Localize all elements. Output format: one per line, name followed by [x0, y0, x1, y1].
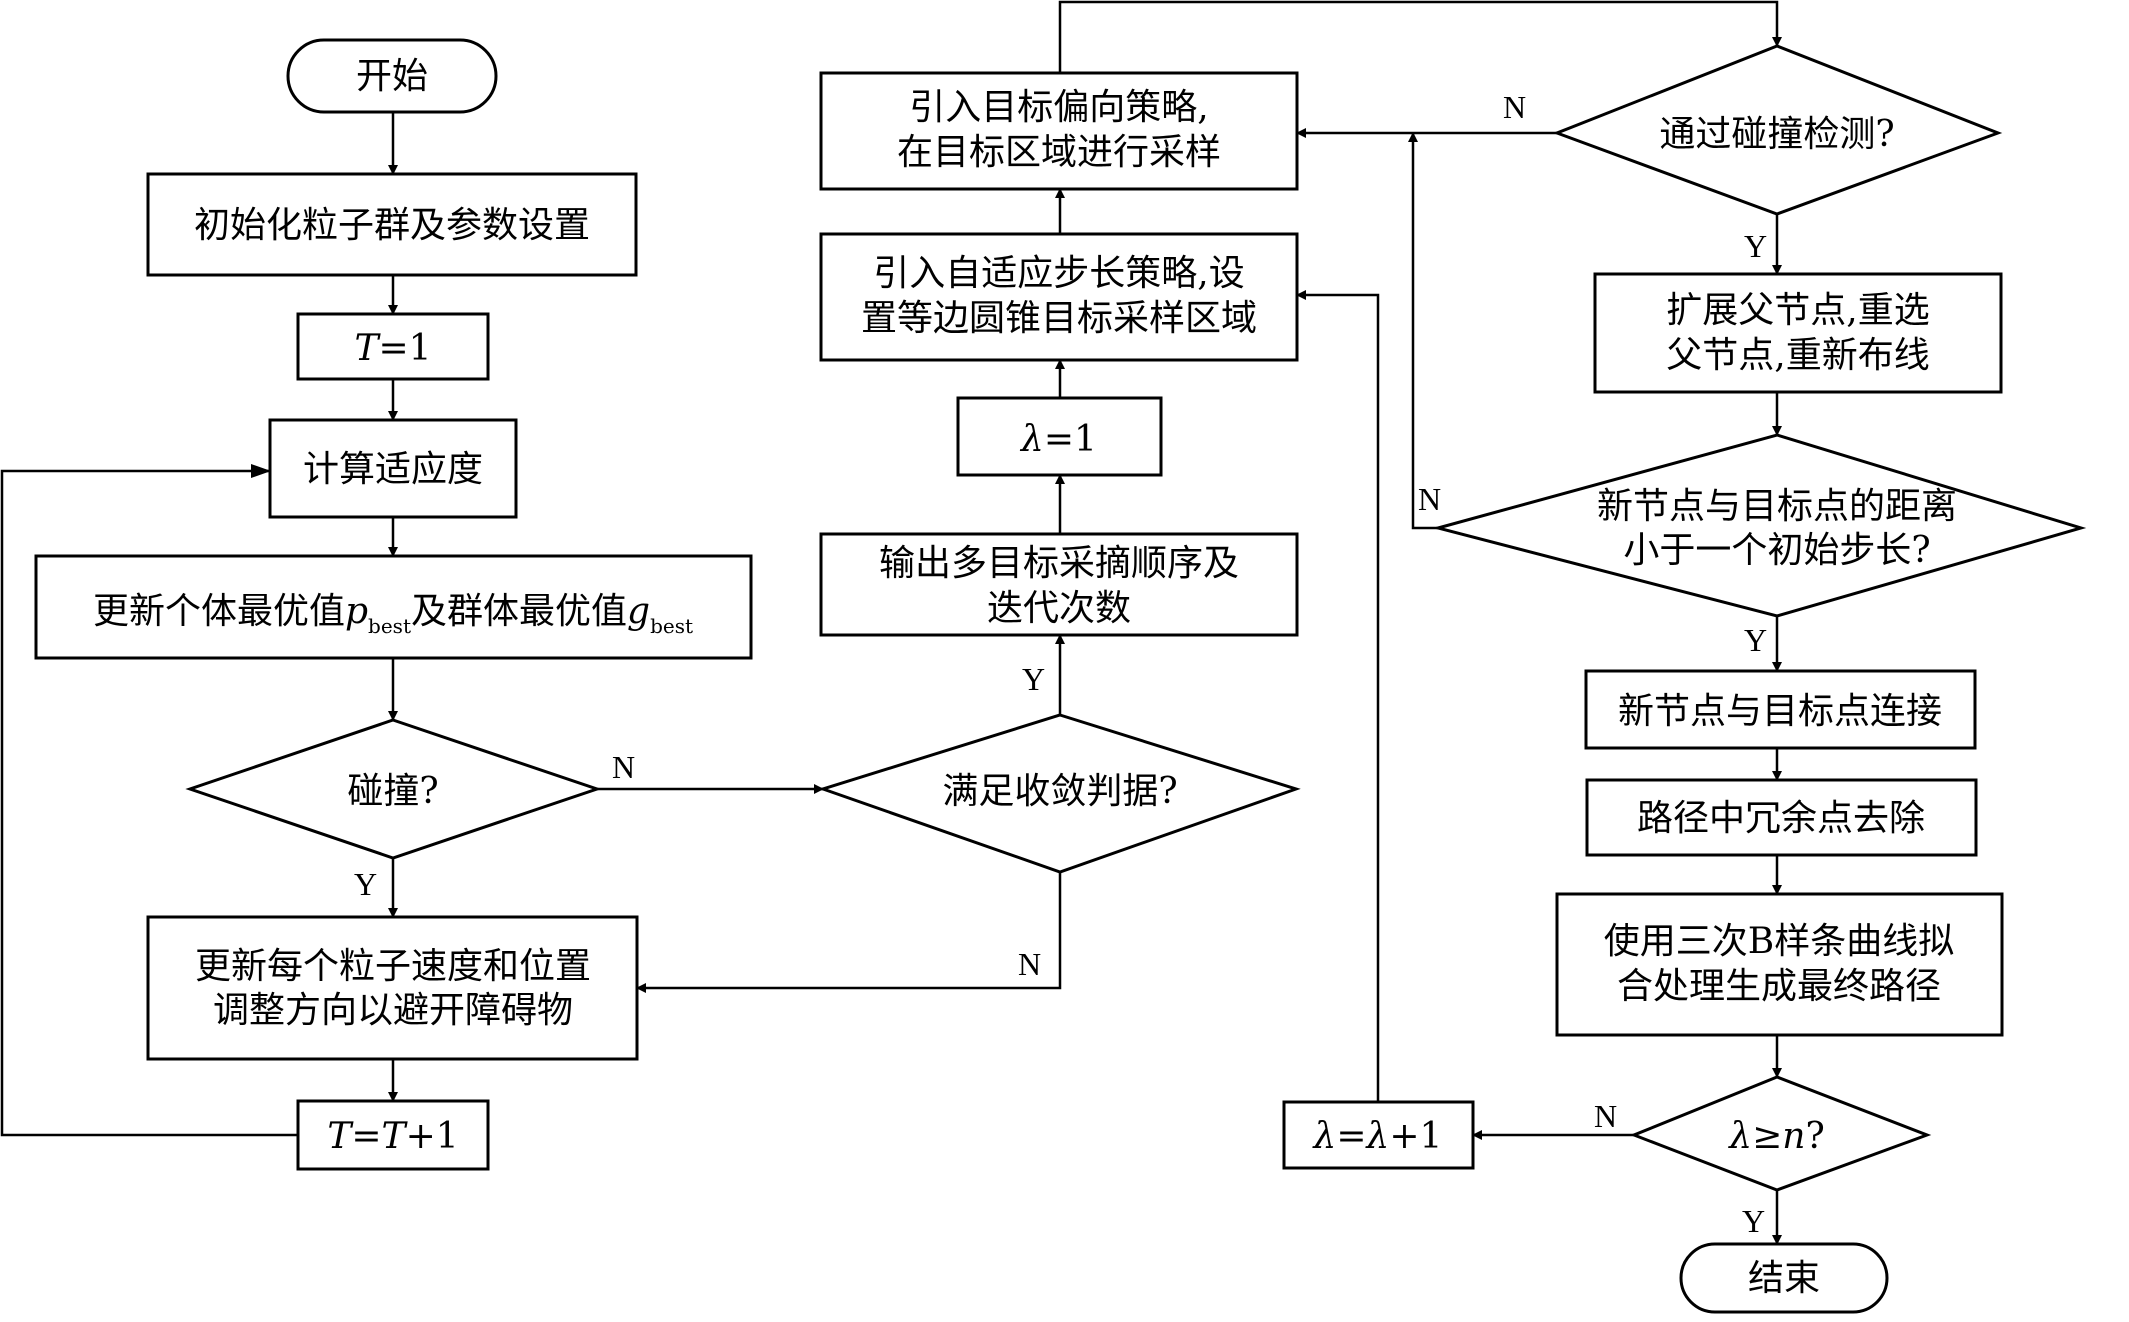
label-check-yes: Y: [1744, 228, 1767, 264]
lambda-check-decision: λ≥n?: [1629, 1075, 1932, 1192]
label-collision-yes: Y: [354, 866, 377, 902]
remove-label: 路径中冗余点去除: [1637, 798, 1925, 839]
converge-decision: 满足收敛判据?: [818, 713, 1301, 874]
end-label: 结束: [1748, 1258, 1820, 1299]
update-particle-line1: 更新每个粒子速度和位置: [195, 946, 591, 987]
label-lambda-no: N: [1594, 1098, 1617, 1134]
label-distance-no: N: [1418, 481, 1441, 517]
connect-label: 新节点与目标点连接: [1618, 691, 1942, 732]
start-label: 开始: [356, 56, 428, 97]
t-inc-label: T=T+1: [327, 1116, 458, 1157]
t-inc-box: T=T+1: [296, 1099, 490, 1171]
bspline-box: 使用三次B样条曲线拟 合处理生成最终路径: [1555, 892, 2004, 1037]
init-box: 初始化粒子群及参数设置: [146, 172, 638, 277]
collision-label: 碰撞?: [347, 771, 438, 812]
bspline-line1: 使用三次B样条曲线拟: [1604, 921, 1954, 962]
label-lambda-yes: Y: [1742, 1203, 1765, 1239]
lambda-inc-label: λ=λ+1: [1312, 1116, 1443, 1157]
edge-labels: Y N Y N N Y N Y N Y: [354, 89, 1767, 1239]
update-particle-line2: 调整方向以避开障碍物: [213, 990, 573, 1031]
edge-distance-no: [1408, 132, 1438, 530]
init-label: 初始化粒子群及参数设置: [194, 205, 590, 246]
bias-line2: 在目标区域进行采样: [897, 132, 1221, 173]
output-line1: 输出多目标采摘顺序及: [879, 543, 1239, 584]
distance-line2: 小于一个初始步长?: [1623, 530, 1930, 571]
bspline-line2: 合处理生成最终路径: [1617, 966, 1941, 1007]
adaptive-line1: 引入自适应步长策略,设: [873, 253, 1244, 294]
update-best-label: 更新个体最优值pbest及群体最优值gbest: [93, 591, 693, 638]
connectors: [0, 0, 1782, 1245]
label-converge-yes: Y: [1022, 661, 1045, 697]
connect-box: 新节点与目标点连接: [1584, 669, 1977, 750]
edge-converge-no: [636, 872, 1062, 993]
expand-line2: 父节点,重新布线: [1666, 335, 1929, 376]
output-box: 输出多目标采摘顺序及 迭代次数: [819, 532, 1299, 637]
update-particle-box: 更新每个粒子速度和位置 调整方向以避开障碍物: [146, 915, 639, 1061]
edge-loop-fitness: [0, 464, 298, 1137]
expand-box: 扩展父节点,重选 父节点,重新布线: [1593, 272, 2003, 394]
distance-decision: 新节点与目标点的距离 小于一个初始步长?: [1432, 433, 2087, 618]
start-terminal: 开始: [286, 38, 498, 114]
update-best-box: 更新个体最优值pbest及群体最优值gbest: [34, 554, 753, 660]
distance-line1: 新节点与目标点的距离: [1597, 486, 1957, 527]
end-terminal: 结束: [1679, 1242, 1889, 1314]
adaptive-line2: 置等边圆锥目标采样区域: [861, 298, 1257, 339]
t-init-box: T=1: [296, 312, 490, 381]
label-distance-yes: Y: [1744, 622, 1767, 658]
lambda-init-label: λ=1: [1019, 419, 1097, 460]
edge-lambda-inc-adaptive: [1296, 290, 1380, 1102]
lambda-inc-box: λ=λ+1: [1282, 1100, 1475, 1170]
bias-box: 引入目标偏向策略, 在目标区域进行采样: [819, 71, 1299, 191]
expand-line1: 扩展父节点,重选: [1666, 290, 1929, 331]
bias-line1: 引入目标偏向策略,: [909, 87, 1208, 128]
adaptive-box: 引入自适应步长策略,设 置等边圆锥目标采样区域: [819, 232, 1299, 362]
output-line2: 迭代次数: [987, 588, 1131, 629]
label-collision-no: N: [612, 749, 635, 785]
fitness-label: 计算适应度: [303, 449, 483, 490]
collision-decision: 碰撞?: [185, 718, 602, 860]
t-init-label: T=1: [354, 328, 431, 369]
label-check-no: N: [1503, 89, 1526, 125]
lambda-init-box: λ=1: [956, 396, 1163, 477]
lambda-check-label: λ≥n?: [1727, 1116, 1825, 1157]
collision-check-decision: 通过碰撞检测?: [1552, 44, 2003, 216]
remove-box: 路径中冗余点去除: [1585, 778, 1978, 857]
collision-check-label: 通过碰撞检测?: [1659, 114, 1894, 155]
converge-label: 满足收敛判据?: [942, 771, 1177, 812]
fitness-box: 计算适应度: [268, 418, 518, 519]
edge-bias-check: [1058, 0, 1782, 73]
label-converge-no: N: [1018, 946, 1041, 982]
